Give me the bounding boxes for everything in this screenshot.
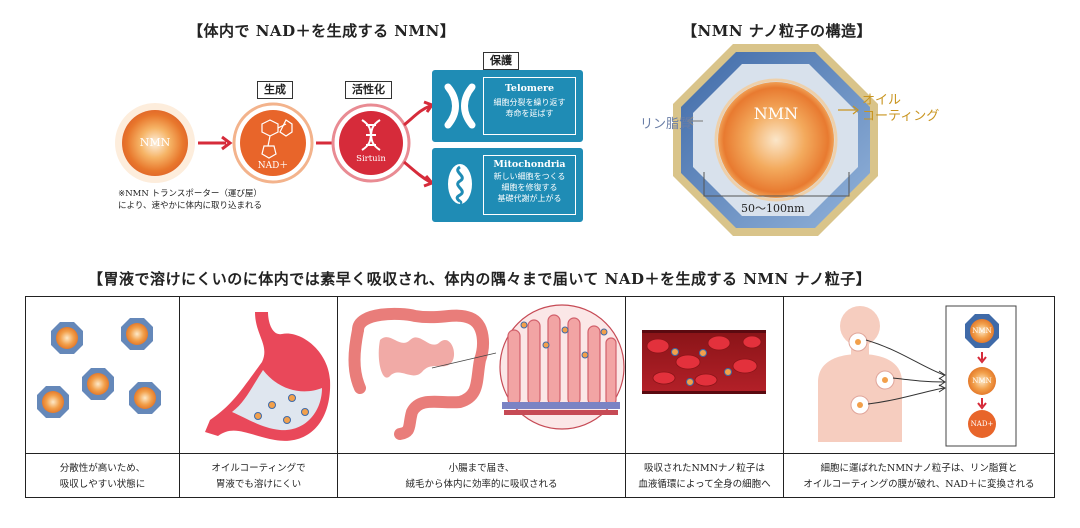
panel-dispersion: 分散性が高いため、 吸収しやすい状態に — [25, 296, 180, 498]
nmn-orb-label: NMN — [139, 136, 171, 149]
structure-section-title: 【NMN ナノ粒子の構造】 — [682, 22, 872, 40]
panel-cells: 細胞に運ばれたNMNナノ粒子は、リン脂質と オイルコーティングの膜が破れ、NAD… — [783, 296, 1055, 498]
panel-dispersion-line1: 分散性が高いため、 — [59, 463, 146, 474]
stage-nanoparticle-label: NMN — [972, 327, 992, 335]
size-bracket — [703, 172, 850, 197]
dna-icon — [361, 119, 381, 151]
molecule-icon — [261, 119, 293, 159]
tag-generate: 生成 — [257, 81, 293, 99]
telomere-text: Telomere 細胞分裂を繰り返す 寿命を延ばす — [483, 77, 576, 135]
phospholipid-label: リン脂質 — [640, 117, 693, 132]
panel-cells-caption: 細胞に運ばれたNMNナノ粒子は、リン脂質と オイルコーティングの膜が破れ、NAD… — [784, 453, 1054, 500]
oil-coating-label: オイル コーティング — [862, 93, 939, 125]
sirtuin-label: Sirtuin — [356, 154, 386, 164]
bottom-section-title: 【胃液で溶けにくいのに体内では素早く吸収され、体内の隅々まで届いて NAD＋を生… — [88, 270, 872, 288]
panel-intestine-line2: 絨毛から体内に効率的に吸収される — [405, 479, 558, 490]
transporter-note-line2: により、速やかに体内に取り込まれる — [118, 201, 262, 211]
arrow-to-telomere — [403, 104, 431, 127]
panel-dispersion-line2: 吸収しやすい状態に — [59, 479, 146, 490]
panel-intestine: 小腸まで届き、 絨毛から体内に効率的に吸収される — [337, 296, 626, 498]
panel-stomach-caption: オイルコーティングで 胃液でも溶けにくい — [180, 453, 337, 500]
nmn-orb — [122, 110, 188, 176]
transporter-note-line1: ※NMN トランスポーター（運び屋） — [118, 189, 262, 199]
intestine-illustration — [348, 304, 625, 440]
particles-dispersed — [37, 318, 161, 418]
nad-label: NAD＋ — [257, 161, 289, 171]
sirtuin-circle — [339, 111, 403, 175]
blood-vessel-illustration — [642, 330, 766, 394]
panel-blood-caption: 吸収されたNMNナノ粒子は 血液循環によって全身の細胞へ — [626, 453, 783, 500]
mitochondria-line1: 新しい細胞をつくる — [493, 172, 566, 181]
panel-stomach-line2: 胃液でも溶けにくい — [215, 479, 302, 490]
telomere-line1: 細胞分裂を繰り返す — [493, 98, 566, 107]
telomere-title: Telomere — [504, 83, 555, 94]
oil-coating-line1: オイル — [862, 93, 902, 108]
panel-blood-line2: 血液循環によって全身の細胞へ — [638, 479, 771, 490]
body-illustration — [818, 305, 1017, 447]
panel-intestine-caption: 小腸まで届き、 絨毛から体内に効率的に吸収される — [338, 453, 625, 500]
mitochondria-title: Mitochondria — [493, 159, 566, 170]
tag-activate: 活性化 — [345, 81, 392, 99]
panel-blood: 吸収されたNMNナノ粒子は 血液循環によって全身の細胞へ — [625, 296, 784, 498]
stomach-illustration — [205, 312, 331, 441]
telomere-line2: 寿命を延ばす — [505, 109, 554, 118]
transporter-note: ※NMN トランスポーター（運び屋） により、速やかに体内に取り込まれる — [100, 188, 280, 212]
nad-section-title: 【体内で NAD＋を生成する NMN】 — [188, 22, 456, 40]
panel-cells-line1: 細胞に運ばれたNMNナノ粒子は、リン脂質と — [820, 463, 1018, 474]
octagon-core — [718, 82, 834, 198]
stage-core-label: NMN — [972, 377, 992, 385]
chromosome-icon — [440, 81, 480, 131]
arrow-to-mitochondria — [403, 160, 431, 184]
nad-circle — [240, 110, 306, 176]
mitochondria-line2: 細胞を修復する — [501, 183, 558, 192]
size-label: 50～100nm — [741, 202, 805, 215]
telomere-card: Telomere 細胞分裂を繰り返す 寿命を延ばす — [432, 70, 583, 142]
mitochondria-card: Mitochondria 新しい細胞をつくる 細胞を修復する 基礎代謝が上がる — [432, 148, 583, 222]
mitochondria-line3: 基礎代謝が上がる — [497, 194, 562, 203]
oil-coating-line2: コーティング — [862, 109, 940, 124]
panel-dispersion-caption: 分散性が高いため、 吸収しやすい状態に — [26, 453, 179, 500]
panel-blood-line1: 吸収されたNMNナノ粒子は — [644, 463, 765, 474]
stage-nad-label: NAD+ — [970, 420, 994, 428]
mitochondria-text: Mitochondria 新しい細胞をつくる 細胞を修復する 基礎代謝が上がる — [483, 155, 576, 215]
panel-stomach: オイルコーティングで 胃液でも溶けにくい — [179, 296, 338, 498]
structure-core-label: NMN — [753, 104, 799, 123]
panel-stomach-line1: オイルコーティングで — [211, 463, 306, 474]
mitochondria-icon — [440, 159, 480, 209]
panel-cells-line2: オイルコーティングの膜が破れ、NAD＋に変換される — [803, 479, 1035, 490]
tag-protect: 保護 — [483, 52, 519, 70]
panel-intestine-line1: 小腸まで届き、 — [448, 463, 515, 474]
